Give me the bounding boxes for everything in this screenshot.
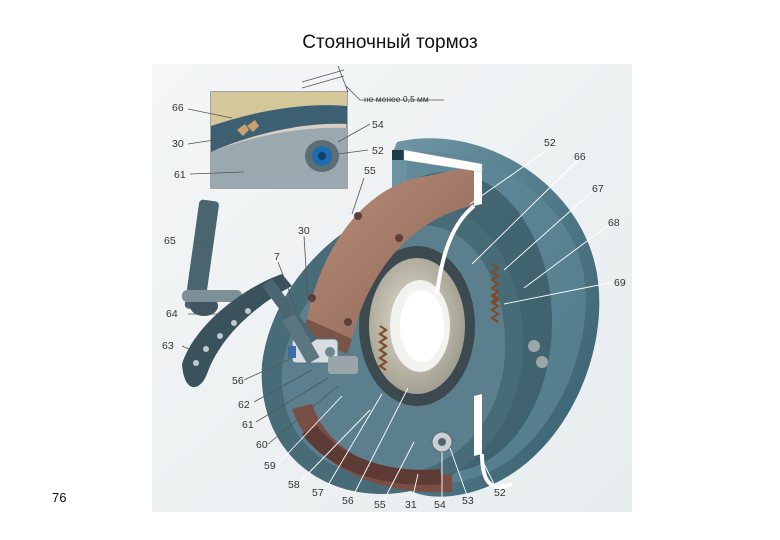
parking-brake-diagram: не менее 0,5 мм 66 30 61 54 52 55 65 30 … <box>152 64 632 512</box>
label-65: 65 <box>164 235 176 247</box>
label-31: 31 <box>405 499 417 511</box>
page-number: 76 <box>52 490 67 505</box>
leader-lines <box>181 108 615 501</box>
label-58: 58 <box>288 479 300 491</box>
parking-lever <box>182 199 320 388</box>
label-66-right: 66 <box>574 151 586 163</box>
label-68: 68 <box>608 217 620 229</box>
label-69: 69 <box>614 277 626 289</box>
label-54-inset: 54 <box>372 119 384 131</box>
label-30-inset: 30 <box>172 138 184 150</box>
lower-brake-shoe <box>292 404 452 493</box>
label-52-inset: 52 <box>372 145 384 157</box>
clearance-note: не менее 0,5 мм <box>364 94 429 104</box>
wheel-hub <box>359 246 475 406</box>
dimension-marker <box>301 65 444 101</box>
label-30: 30 <box>298 225 310 237</box>
label-52-bottom: 52 <box>494 487 506 499</box>
label-59: 59 <box>264 460 276 472</box>
label-56-bottom: 56 <box>342 495 354 507</box>
label-55: 55 <box>364 165 376 177</box>
label-64: 64 <box>166 308 178 320</box>
label-63: 63 <box>162 340 174 352</box>
label-62: 62 <box>238 399 250 411</box>
label-7: 7 <box>274 251 280 263</box>
label-53: 53 <box>462 495 474 507</box>
label-60: 60 <box>256 439 268 451</box>
label-67: 67 <box>592 183 604 195</box>
label-61-inset: 61 <box>174 169 186 181</box>
return-springs <box>378 263 500 371</box>
label-61: 61 <box>242 419 254 431</box>
detail-inset <box>210 91 348 189</box>
slide-title: Стояночный тормоз <box>302 32 478 53</box>
label-56-left: 56 <box>232 375 244 387</box>
label-52-top: 52 <box>544 137 556 149</box>
label-66-inset: 66 <box>172 102 184 114</box>
label-54-bottom: 54 <box>434 499 446 511</box>
label-57: 57 <box>312 487 324 499</box>
drum-section-cutaway <box>392 149 513 489</box>
label-55-bottom: 55 <box>374 499 386 511</box>
upper-brake-shoe <box>302 164 482 354</box>
